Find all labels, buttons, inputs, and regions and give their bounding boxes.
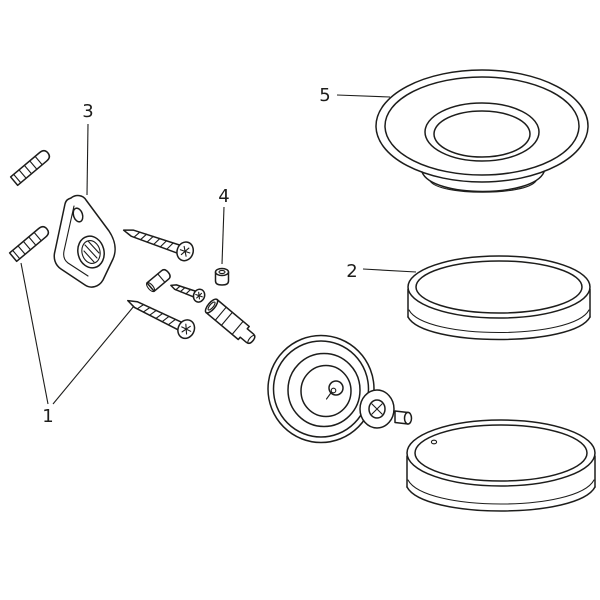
leader-2	[362, 268, 417, 273]
leader-4	[221, 206, 225, 265]
part-screw-2	[127, 299, 196, 340]
part-soap-dish	[375, 69, 589, 193]
leader-5	[336, 94, 391, 98]
label-3: 3	[82, 101, 93, 122]
keyhole	[325, 380, 344, 400]
part-escutcheon	[267, 334, 375, 444]
label-5: 5	[319, 85, 330, 106]
label-4: 4	[218, 186, 229, 207]
label-1: 1	[42, 406, 53, 427]
label-2: 2	[346, 261, 357, 282]
part-wall-anchor-2	[8, 225, 50, 263]
part-washer	[359, 389, 395, 429]
part-small-screw	[170, 284, 206, 303]
part-sleeve	[214, 267, 230, 286]
leader-3	[86, 123, 89, 196]
part-plug	[146, 268, 171, 293]
leader-1a	[20, 262, 49, 405]
leader-1b	[52, 305, 135, 405]
part-wall-bracket	[53, 194, 116, 288]
leader-lines	[20, 94, 417, 405]
part-pin	[394, 410, 413, 425]
part-ring-lower	[406, 419, 596, 512]
part-screw-1	[122, 229, 195, 262]
part-wall-anchor-1	[9, 149, 51, 187]
part-cartridge	[204, 298, 256, 345]
part-ring-upper	[407, 255, 591, 341]
